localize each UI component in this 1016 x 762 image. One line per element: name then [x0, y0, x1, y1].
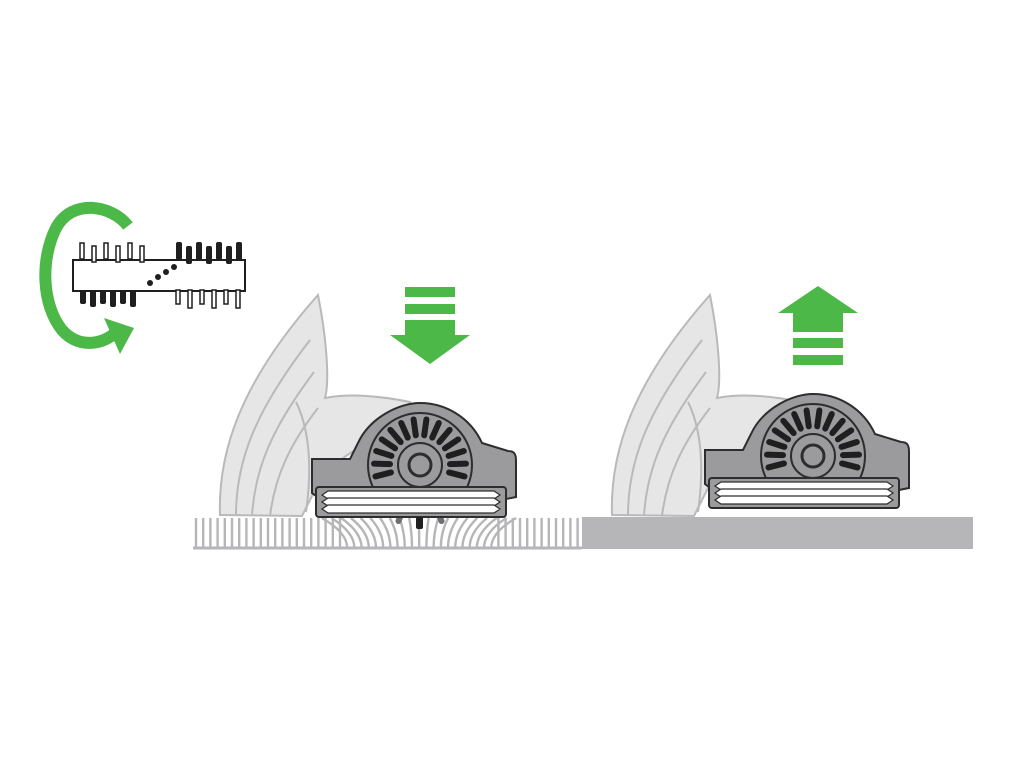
- bristle-bottom-dark: [90, 290, 96, 307]
- rotate-arrow-curve: [39, 201, 133, 349]
- carpet-fibre: [454, 517, 469, 549]
- brush-bristle: [398, 420, 411, 441]
- bristle-top-outline: [91, 245, 97, 263]
- hard-floor-panel: [582, 286, 973, 549]
- bristle-bottom-outline: [199, 289, 205, 305]
- brush-bristle: [839, 460, 861, 471]
- carpet-fibre: [350, 517, 370, 549]
- bristle-bottom-dark: [80, 290, 86, 304]
- brush-bristle: [421, 416, 430, 439]
- brush-spiral-dot: [147, 280, 153, 286]
- brush-hub: [407, 452, 433, 478]
- carpet-fibre: [468, 517, 488, 549]
- bristle-top-dark: [216, 242, 222, 260]
- brush-hub: [800, 443, 826, 469]
- bristle-bottom-dark: [100, 290, 106, 304]
- bristle-top-outline: [139, 245, 145, 263]
- arrow-up-head: [778, 286, 858, 332]
- bristle-bottom-outline: [235, 289, 241, 309]
- arrow-up-icon: [778, 286, 858, 365]
- brush-bristle: [429, 420, 442, 441]
- carpet-fibre: [379, 517, 392, 549]
- bristle-top-dark: [206, 246, 212, 264]
- cleaner-head-right: [704, 392, 910, 509]
- carpet-fibre: [432, 517, 440, 549]
- brush-bristle: [445, 447, 467, 459]
- brush-bristle: [803, 407, 812, 430]
- contact-bristle: [416, 517, 423, 529]
- carpet-fibre: [330, 516, 356, 549]
- brush-spiral-dot: [155, 274, 161, 280]
- carpet-fibre: [321, 516, 349, 549]
- brush-bristle: [771, 427, 792, 443]
- brush-bristle: [814, 407, 823, 430]
- bristle-top-outline: [79, 242, 85, 260]
- bristle-bottom-dark: [120, 290, 126, 304]
- brush-spiral-dot: [171, 264, 177, 270]
- brush-bristle: [387, 426, 404, 446]
- rotate-arrow-icon: [39, 201, 134, 354]
- cleaner-head-assembly: [704, 392, 910, 509]
- brush-bristle: [766, 438, 788, 450]
- bristle-bottom-outline: [175, 289, 181, 305]
- cleaner-head-assembly: [311, 401, 517, 529]
- brush-bristle: [838, 438, 860, 450]
- arrow-up-bar: [793, 355, 843, 365]
- brush-bristle: [829, 417, 846, 437]
- carpet-fibre: [461, 517, 479, 549]
- arrow-down-bar: [405, 287, 455, 297]
- brush-bristle: [822, 411, 835, 432]
- carpet-fibre: [388, 517, 399, 549]
- carpet-floor: [193, 516, 582, 550]
- arrow-down-icon: [390, 287, 470, 364]
- brush-bristle: [780, 417, 797, 437]
- bristle-top-dark: [186, 246, 192, 264]
- brush-bristle: [765, 460, 787, 471]
- brush-bristle: [378, 436, 399, 452]
- cleaner-head-left: [311, 401, 517, 529]
- bristle-bottom-dark: [110, 290, 116, 307]
- carpet-fibre: [340, 517, 363, 549]
- carpet-fibre: [408, 517, 414, 549]
- arrow-up-bar: [793, 338, 843, 348]
- carpet-fibre: [482, 516, 508, 549]
- brush-bristle: [834, 427, 855, 443]
- brush-bristle: [446, 469, 468, 480]
- bristle-top-outline: [115, 245, 121, 263]
- hard-floor: [582, 517, 973, 549]
- bristle-top-dark: [176, 242, 182, 260]
- arrow-down-head: [390, 320, 470, 364]
- carpet-panel: [193, 287, 582, 550]
- bristle-top-dark: [236, 242, 242, 260]
- carpet-fibre: [369, 517, 385, 549]
- brush-bristle: [791, 411, 804, 432]
- carpet-fibre: [425, 517, 430, 549]
- bristle-top-outline: [103, 242, 109, 260]
- brush-bristle: [436, 426, 453, 446]
- brush-spiral-dot: [163, 269, 169, 275]
- carpet-fibre: [475, 517, 498, 549]
- carpet-fibre: [439, 517, 450, 549]
- bristle-top-dark: [196, 242, 202, 260]
- bristle-bottom-outline: [211, 289, 217, 309]
- sole-ridge: [320, 504, 502, 514]
- brush-bristle: [410, 416, 419, 439]
- carpet-fibre: [446, 517, 459, 549]
- brush-bristle: [441, 436, 462, 452]
- bristle-bottom-outline: [223, 289, 229, 305]
- bristle-bottom-dark: [130, 290, 136, 307]
- sole-ridge: [713, 495, 895, 505]
- arrow-down-bar: [405, 304, 455, 314]
- brush-bristle: [372, 469, 394, 480]
- bristle-top-outline: [127, 242, 133, 260]
- bristle-bottom-outline: [187, 289, 193, 309]
- bristle-top-dark: [226, 246, 232, 264]
- brush-bristle: [373, 447, 395, 459]
- carpet-fibre: [359, 517, 378, 549]
- brush-bar-icon: [72, 242, 246, 309]
- rotate-arrow-head: [104, 318, 134, 354]
- brush-rotation-group: [39, 201, 246, 354]
